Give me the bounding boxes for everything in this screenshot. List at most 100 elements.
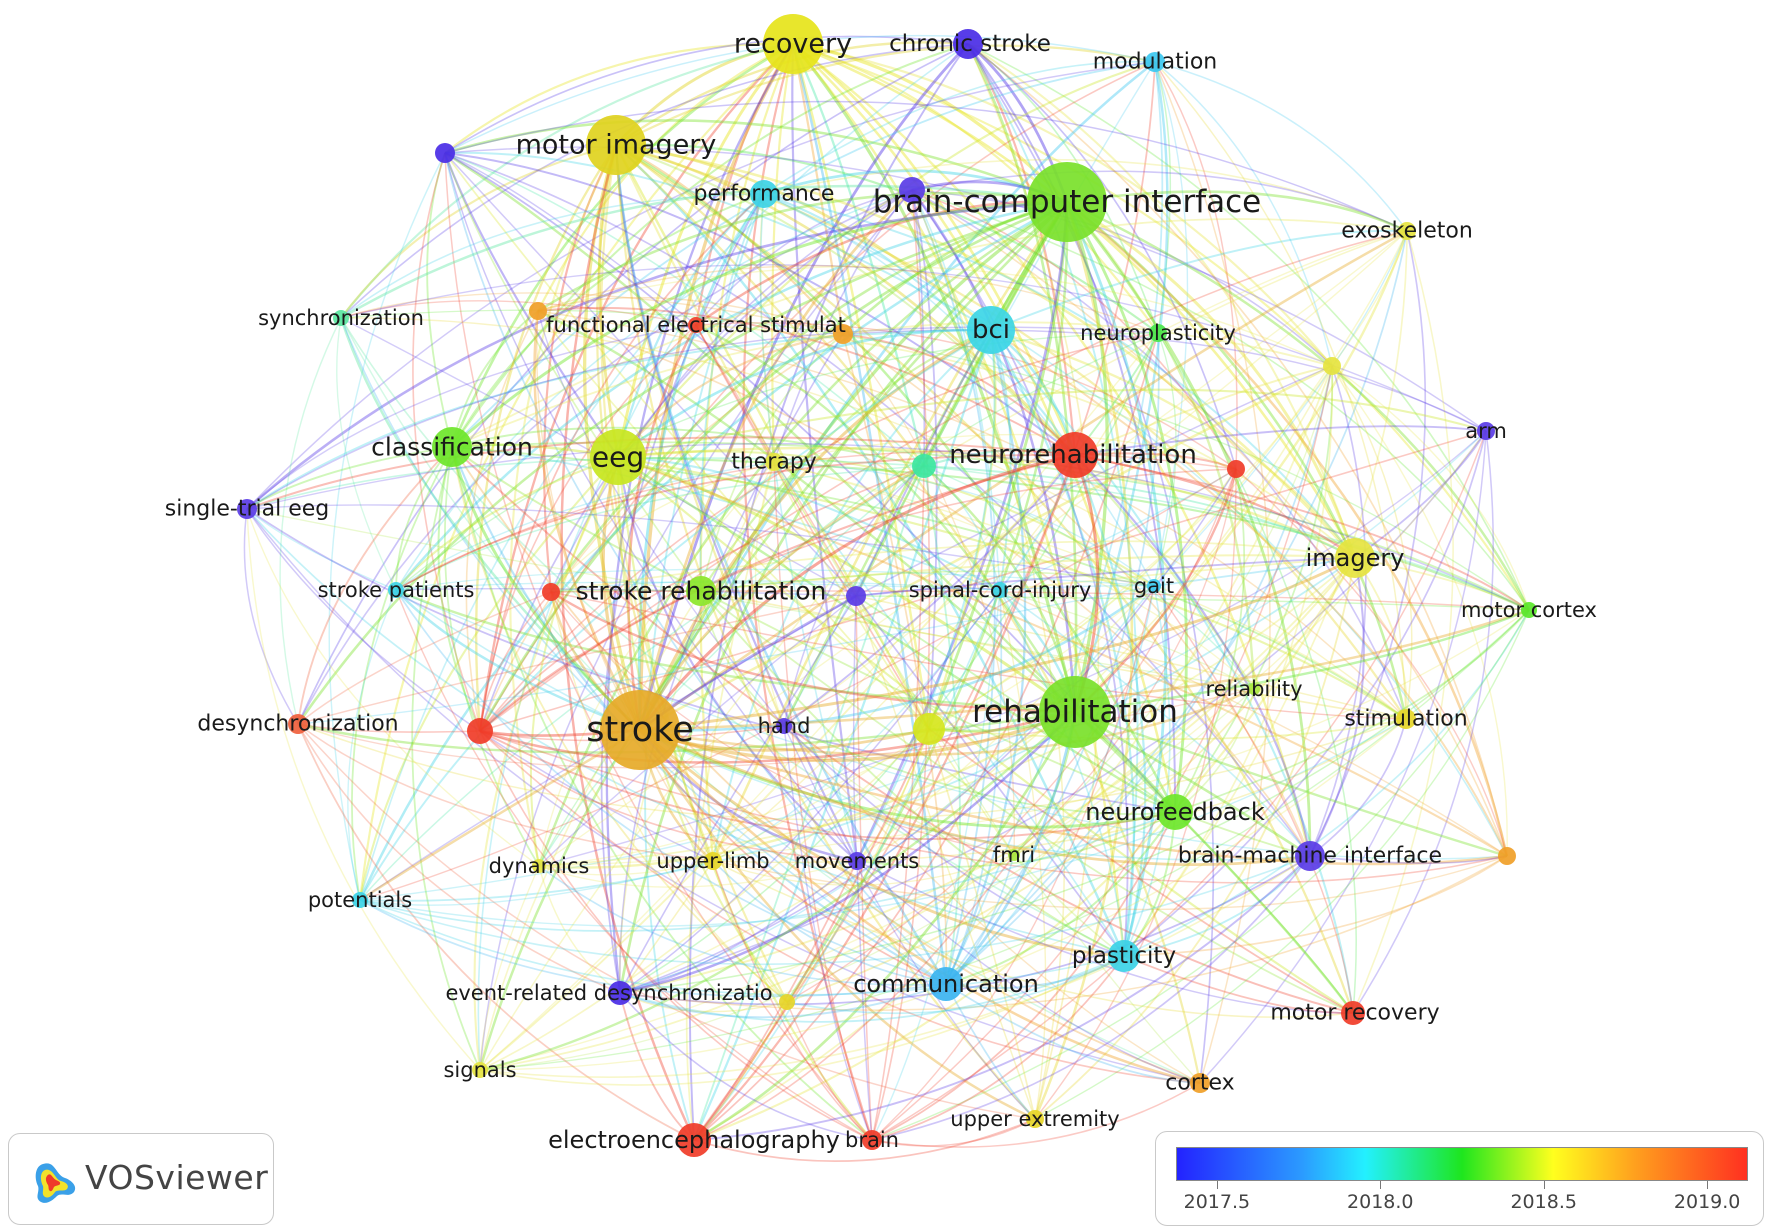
node-redright[interactable]	[1227, 460, 1245, 478]
node-yellowrehab[interactable]	[913, 713, 945, 745]
node-bcipurple[interactable]	[899, 177, 925, 203]
node-motorrecovery[interactable]	[1341, 1001, 1365, 1025]
node-synchronization[interactable]	[333, 310, 349, 326]
node-rehabilitation[interactable]	[1039, 676, 1111, 748]
node-recovery[interactable]	[763, 14, 823, 74]
node-stimulation[interactable]	[1396, 709, 1416, 729]
edge-synchronization-cortex	[340, 317, 1201, 1084]
node-redsr[interactable]	[542, 583, 560, 601]
node-eegraphy[interactable]	[677, 1123, 711, 1157]
node-bci[interactable]	[967, 306, 1015, 354]
node-motorimagery[interactable]	[586, 115, 646, 175]
node-yellowsmall[interactable]	[1323, 357, 1341, 375]
node-chronic[interactable]	[953, 29, 983, 59]
edge-modulation-eegraphy	[693, 61, 1156, 1141]
node-neurofeedback[interactable]	[1157, 794, 1193, 830]
edge-redright-erd	[619, 468, 1237, 994]
edge-tealmid-reliability	[923, 465, 1255, 690]
node-desync[interactable]	[288, 714, 308, 734]
edge-braincomputer-potentials	[358, 200, 1068, 901]
edge-redsr-redstroke	[479, 591, 552, 732]
edge-yellowsmall-neurorehab	[1074, 365, 1333, 456]
node-fesorange2[interactable]	[833, 324, 853, 344]
node-plasticity[interactable]	[1108, 940, 1140, 972]
node-erdyellow[interactable]	[779, 994, 795, 1010]
edge-redstroke-rehabilitation	[479, 710, 1076, 764]
node-cortex[interactable]	[1190, 1073, 1210, 1093]
node-orangeright[interactable]	[1498, 847, 1516, 865]
edge-singletrial-neurofeedback	[246, 508, 1176, 813]
node-fmri[interactable]	[1008, 849, 1020, 861]
edge-therapy-yellowrehab	[773, 461, 930, 730]
node-hand[interactable]	[776, 718, 792, 734]
node-stroke[interactable]	[600, 690, 680, 770]
node-motorcortex[interactable]	[1521, 602, 1537, 618]
edge-motorcortex-upperext	[1034, 609, 1530, 1120]
node-redstroke[interactable]	[467, 718, 493, 744]
node-fesorange[interactable]	[529, 302, 547, 320]
node-label-hand: hand	[758, 714, 811, 738]
node-erd[interactable]	[608, 981, 632, 1005]
node-neurorehab[interactable]	[1052, 432, 1098, 478]
node-neuroplasticity[interactable]	[1149, 324, 1167, 342]
edge-motorimagery-cortex	[615, 144, 1202, 1084]
edge-spinal-erd	[619, 589, 1001, 994]
edge-synchronization-strokepatients	[336, 317, 397, 591]
edge-purplemid-potentials	[359, 595, 857, 901]
node-label-spinal: spinal-cord-injury	[909, 578, 1092, 602]
node-imagery[interactable]	[1335, 538, 1375, 578]
node-therapy[interactable]	[765, 453, 783, 471]
edge-hand-upperext	[783, 725, 1036, 1120]
node-eeg[interactable]	[590, 429, 646, 485]
node-strokepatients[interactable]	[388, 582, 404, 598]
edge-classification-signals	[411, 446, 481, 1071]
node-label-motorcortex: motor cortex	[1461, 598, 1597, 622]
edge-bmi-orangeright	[1309, 855, 1508, 865]
node-spinal[interactable]	[992, 582, 1008, 598]
edge-gait-desync	[297, 585, 1155, 725]
edge-eeg-brain	[616, 456, 873, 1141]
node-strokerehab[interactable]	[686, 576, 716, 606]
node-movements[interactable]	[848, 852, 866, 870]
node-singletrial[interactable]	[237, 499, 257, 519]
node-tealmid[interactable]	[912, 454, 936, 478]
edge-classification-desync	[297, 446, 453, 725]
node-arm[interactable]	[1477, 422, 1495, 440]
edge-neurorehab-imagery	[1074, 453, 1356, 559]
edge-therapy-fmri	[773, 461, 1015, 856]
node-label-gait: gait	[1134, 574, 1174, 598]
node-upperlimb[interactable]	[704, 852, 722, 870]
edge-bcipurple-stimulation	[911, 189, 1407, 720]
node-braincomputer[interactable]	[1027, 162, 1107, 242]
node-dynamics[interactable]	[532, 859, 546, 873]
edge-fesorange2-neurorehab	[842, 333, 1076, 456]
edge-fesorange2-arm	[842, 329, 1487, 432]
edge-eeg-motorrecovery	[617, 456, 1354, 1014]
node-potentials[interactable]	[352, 892, 368, 908]
node-reliability[interactable]	[1248, 683, 1260, 695]
node-modulation[interactable]	[1145, 52, 1165, 72]
node-communication[interactable]	[929, 967, 963, 1001]
node-topleft[interactable]	[435, 143, 455, 163]
edge-therapy-dynamics	[538, 461, 775, 867]
edge-modulation-redright	[1154, 61, 1238, 470]
edge-stroke-rehabilitation	[639, 710, 1076, 763]
edge-yellowsmall-classification	[451, 321, 1333, 448]
edge-singletrial-cortex	[246, 508, 1201, 1084]
node-exoskeleton[interactable]	[1398, 222, 1416, 240]
edge-braincomputer-yellowrehab	[927, 201, 1069, 730]
edge-fesorange-hand	[537, 310, 785, 727]
edge-arm-imagery	[1354, 430, 1487, 559]
node-purplemid[interactable]	[846, 586, 866, 606]
edge-bcipurple-therapy	[773, 189, 913, 463]
edge-dynamics-upperlimb	[538, 860, 714, 876]
node-fes[interactable]	[688, 317, 704, 333]
node-upperext[interactable]	[1026, 1110, 1044, 1128]
node-bmi[interactable]	[1295, 841, 1325, 871]
node-signals[interactable]	[472, 1062, 488, 1078]
node-performance[interactable]	[750, 180, 778, 208]
node-brain[interactable]	[862, 1130, 882, 1150]
node-gait[interactable]	[1147, 579, 1161, 593]
node-classification[interactable]	[432, 427, 472, 467]
